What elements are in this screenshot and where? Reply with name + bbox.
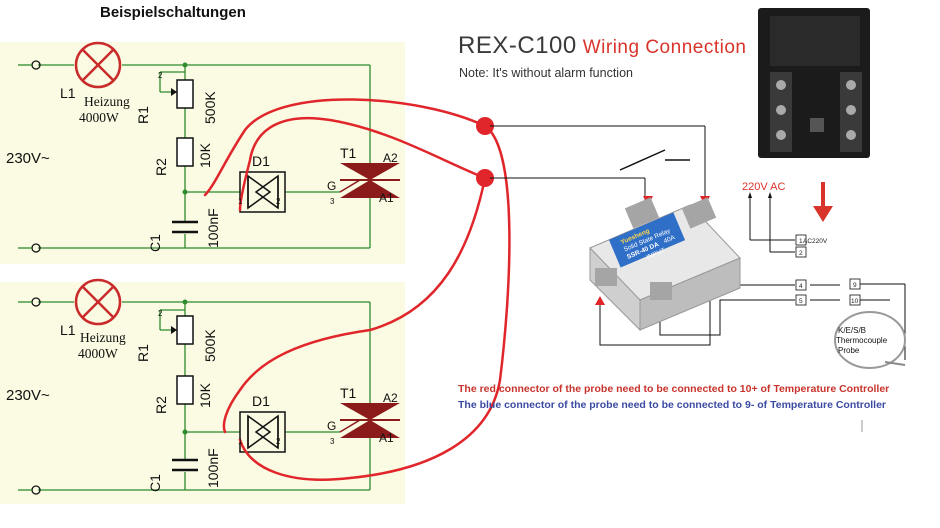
circuit-panel-bottom [0, 282, 405, 504]
lamp-text-2-top: 4000W [79, 110, 119, 125]
resistor-r2-top [176, 137, 194, 167]
pin-g-bottom: 3 [330, 437, 335, 446]
solid-state-relay [589, 197, 741, 332]
probe-line-3: Probe [838, 346, 860, 355]
ac-label: AC220V [803, 238, 828, 245]
wiring-lines [490, 125, 906, 360]
pin-d1-2-bottom: 2 [276, 437, 281, 446]
pin-r1-1-top: 2 [158, 71, 163, 80]
c1-value-bottom: 100nF [205, 448, 221, 488]
temperature-controller [758, 8, 870, 158]
terminal-boxes [795, 234, 861, 306]
r2-value-top: 10K [197, 142, 213, 168]
c1-label-bottom: C1 [147, 474, 163, 492]
pin-d1-2-top: 2 [276, 197, 281, 206]
wiring-title-sub: Wiring Connection [582, 37, 747, 58]
note-red-connector: The red connector of the probe need to b… [458, 383, 890, 395]
diac-label-top: D1 [252, 153, 270, 169]
r1-label-top: R1 [135, 106, 151, 124]
junction-dot-2 [476, 169, 494, 187]
mains-label-bottom: 230V~ [6, 387, 50, 404]
a1-label-top: A1 [379, 191, 394, 205]
mains-label-top: 230V~ [6, 150, 50, 167]
a2-label-top: A2 [383, 151, 398, 165]
diac-d1-bottom [239, 411, 286, 453]
circuit-bottom [38, 301, 371, 491]
r2-label-bottom: R2 [153, 396, 169, 414]
pin-d1-1-bottom: 1 [238, 437, 243, 446]
thermocouple-probe [834, 311, 906, 369]
wiring-title-main: REX-C100 [458, 32, 577, 59]
lamp-text-1-bottom: Heizung [80, 330, 126, 345]
a1-label-bottom: A1 [379, 431, 394, 445]
lamp-top [74, 41, 122, 89]
pin-g-top: 3 [330, 197, 335, 206]
lamp-label-bottom: L1 [60, 322, 76, 338]
triac-t1-top [339, 163, 400, 198]
r1-value-bottom: 500K [202, 329, 218, 362]
lamp-label-top: L1 [60, 85, 76, 101]
gate-label-bottom: G [327, 419, 336, 433]
r1-label-bottom: R1 [135, 344, 151, 362]
c1-label-top: C1 [147, 234, 163, 252]
pin-d1-1-top: 1 [238, 197, 243, 206]
triac-label-top: T1 [340, 145, 357, 161]
probe-line-1: K/E/S/B [838, 326, 866, 335]
resistor-r1-top [176, 79, 194, 109]
diac-label-bottom: D1 [252, 393, 270, 409]
r2-label-top: R2 [153, 158, 169, 176]
pin-r1-1-bottom: 2 [158, 309, 163, 318]
c1-value-top: 100nF [205, 208, 221, 248]
terminal-9: 9 [853, 282, 857, 289]
resistor-r2-bottom [176, 375, 194, 405]
lamp-bottom [74, 278, 122, 326]
note-blue-connector: The blue connector of the probe need to … [458, 399, 887, 411]
circuit-panel-top [0, 42, 405, 264]
page-title: Beispielschaltungen [100, 4, 246, 21]
lamp-text-1-top: Heizung [84, 94, 130, 109]
triac-label-bottom: T1 [340, 385, 357, 401]
capacitor-c1-top [172, 220, 198, 234]
switch-symbol [619, 149, 690, 171]
wiring-note: Note: It's without alarm function [459, 66, 633, 80]
red-wires [203, 98, 511, 481]
supply-label: 220V AC [742, 181, 785, 193]
a2-label-bottom: A2 [383, 391, 398, 405]
r2-value-bottom: 10K [197, 382, 213, 408]
triac-t1-bottom [339, 403, 400, 438]
capacitor-c1-bottom [172, 458, 198, 472]
ssr-rating: 40A [663, 234, 677, 245]
diac-d1-top [239, 171, 286, 213]
lamp-text-2-bottom: 4000W [78, 346, 118, 361]
gate-label-top: G [327, 179, 336, 193]
down-arrow-icon [813, 182, 833, 222]
terminal-4: 4 [799, 283, 803, 290]
terminal-10: 10 [851, 298, 859, 305]
junction-dot-1 [476, 117, 494, 135]
resistor-r1-bottom [176, 315, 194, 345]
probe-line-2: Thermocouple [836, 336, 888, 345]
r1-value-top: 500K [202, 91, 218, 124]
terminal-5: 5 [799, 298, 803, 305]
terminal-2: 2 [799, 250, 803, 257]
terminal-1: 1 [799, 238, 803, 245]
